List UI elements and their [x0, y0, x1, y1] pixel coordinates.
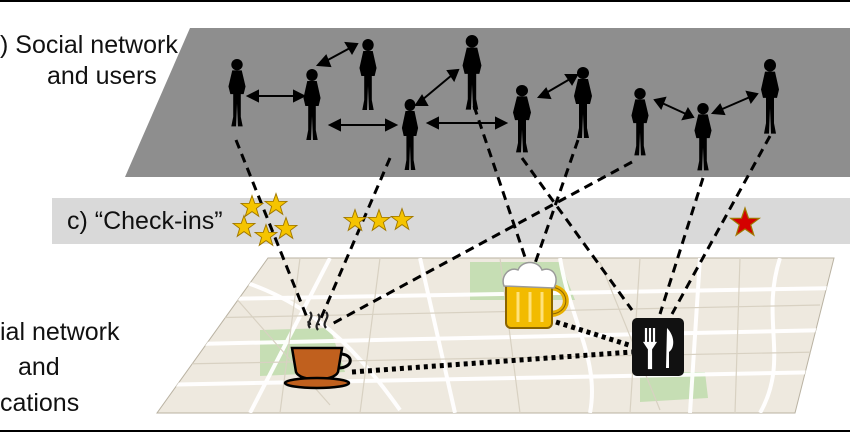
spatial-network-label: ial network [0, 318, 120, 346]
spatial-network-label: cations [0, 389, 79, 417]
user-plane [125, 28, 850, 177]
checkins-label: c) “Check-ins” [67, 207, 223, 235]
checkin-edges [234, 105, 772, 327]
social-network-users-label: ) Social network [0, 31, 178, 59]
spatial-edge [555, 319, 633, 349]
friendship-edge [414, 68, 460, 106]
social-network-users-label: and users [47, 62, 157, 90]
beer-mug-icon [502, 261, 569, 329]
checkins-band [52, 198, 850, 244]
spatial-network-label: and [18, 353, 60, 381]
spatial-edge [351, 349, 633, 375]
friendship-edge [245, 89, 307, 103]
checkin-edge [234, 139, 312, 326]
checkin-edge [520, 157, 634, 311]
checkin-edge [316, 157, 392, 326]
friendship-edge [536, 74, 579, 100]
friendship-edge [653, 96, 695, 121]
checkin-edge [530, 139, 580, 273]
friendship-edge [710, 90, 759, 116]
coffee-cup-icon [283, 311, 352, 390]
friendship-edge [327, 118, 399, 132]
friendship-edge [315, 41, 359, 68]
checkin-edge [670, 135, 772, 315]
spatial-edges [351, 319, 633, 375]
fork-knife-icon [632, 318, 684, 376]
friendship-edges [245, 41, 759, 132]
map-layer [156, 257, 835, 414]
friendship-edge [425, 116, 509, 130]
checkin-edge [658, 177, 705, 315]
checkin-edge [329, 160, 633, 327]
